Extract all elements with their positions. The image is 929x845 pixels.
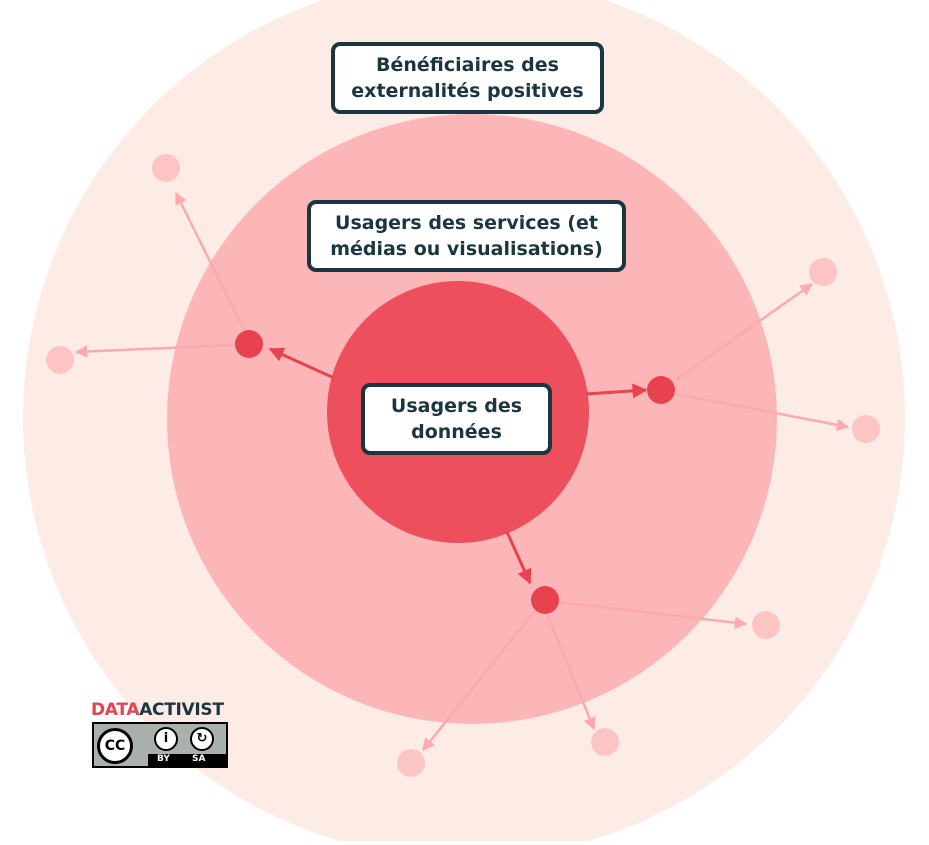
arrow-left-to-far-left [74,343,235,358]
logo-wordmark: DATAACTIVIST [91,700,224,720]
arrow-core-to-left-node [268,347,335,380]
cc-by-sa-badge: CC i ↻ BY SA [92,722,228,768]
secondary-node-bottom [591,728,619,756]
secondary-node-bottom-left [397,749,425,777]
datactivist-logo: DATAACTIVIST CC i ↻ BY SA [91,700,241,772]
secondary-node-bottom-right [752,611,780,639]
label-outer-line1: Bénéficiaires des [376,54,559,76]
arrow-core-to-right-node [585,383,648,399]
label-inner-core: Usagers des données [361,383,552,455]
arrow-core-to-bottom-node [505,531,532,585]
license-by-label: BY [157,754,170,764]
primary-node-left [235,330,263,358]
arrow-bottom-to-down [545,613,596,731]
arrow-right-to-upper-right [675,282,814,382]
license-strip: BY SA [148,754,226,766]
label-outer-ring: Bénéficiaires des externalités positives [331,42,604,114]
cc-icon: CC [97,728,133,764]
secondary-node-upper-right [809,258,837,286]
attribution-icon: i [154,727,178,751]
arrow-bottom-to-right [557,600,748,629]
arrow-right-to-lower-right [675,392,850,432]
arrow-bottom-to-lower-left [422,610,536,751]
secondary-node-far-left [46,346,74,374]
label-middle-line2: médias ou visualisations) [330,238,603,260]
license-sa-label: SA [192,754,206,764]
label-outer-line2: externalités positives [351,80,584,102]
secondary-node-lower-right [852,415,880,443]
primary-node-bottom [531,586,559,614]
label-inner-line2: données [411,421,502,443]
logo-wordmark-data: DATA [91,700,140,720]
logo-wordmark-activist: ACTIVIST [139,700,224,720]
label-middle-line1: Usagers des services (et [335,212,598,234]
arrow-left-to-top [174,191,246,331]
label-inner-line1: Usagers des [390,395,523,417]
secondary-node-top-left [152,154,180,182]
primary-node-right [647,376,675,404]
label-middle-ring: Usagers des services (et médias ou visua… [307,200,626,272]
share-alike-icon: ↻ [190,727,214,751]
